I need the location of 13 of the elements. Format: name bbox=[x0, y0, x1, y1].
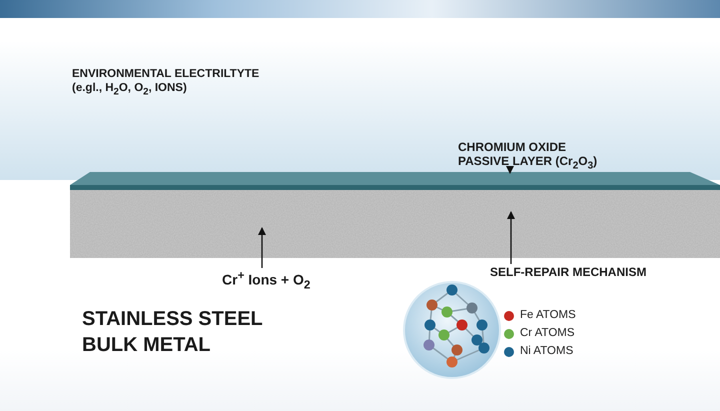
legend-label: Ni ATOMS bbox=[520, 345, 574, 357]
legend-label: Cr ATOMS bbox=[520, 327, 575, 339]
ion-label: Cr$^{+}$ Ions + O$_{2}$ bbox=[222, 269, 312, 292]
region-examples: (e.gl., H$_{2}$O, O$_{2}$, IONS) bbox=[72, 82, 188, 98]
layer-label: CHROMIUM OXIDE PASSIVE LAYER (Cr$_{2}$O$_{3}$) bbox=[458, 140, 598, 173]
legend-label: Fe ATOMS bbox=[520, 309, 576, 321]
arrow bbox=[507, 211, 515, 264]
repair-label: SELF-REPAIR MECHANISM bbox=[490, 265, 648, 280]
arrow bbox=[258, 227, 266, 268]
region-heading: ENVIRONMENTAL ELECTRILTYTE bbox=[72, 68, 260, 82]
section-title: STAINLESS STEEL BULK METAL bbox=[82, 307, 264, 358]
passive-layer bbox=[70, 170, 720, 192]
arrow bbox=[506, 166, 514, 174]
